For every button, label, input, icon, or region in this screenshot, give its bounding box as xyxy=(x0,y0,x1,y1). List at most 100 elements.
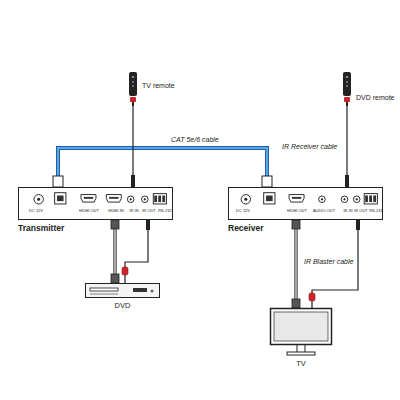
extender-unit: TransmitterDC 12VHDMI OUTHDMI INIR INIR … xyxy=(18,187,173,220)
rj45-plug xyxy=(262,176,272,187)
terminal-pin xyxy=(369,196,372,203)
ir-plug xyxy=(356,220,360,230)
audio-jack-hole xyxy=(144,198,146,200)
cable-line xyxy=(346,106,347,187)
hdmi-plug xyxy=(111,220,119,229)
node-shape xyxy=(270,308,332,358)
disc-tray xyxy=(90,288,118,291)
cable-line xyxy=(125,220,148,283)
unit-heading: Receiver xyxy=(228,224,263,233)
audio-jack-hole xyxy=(356,198,358,200)
front-trim xyxy=(90,294,118,295)
audio-jack xyxy=(353,196,360,203)
cable-label: IR Receiver cable xyxy=(281,143,338,151)
node-shape xyxy=(19,188,172,219)
ir-receiver-neck xyxy=(346,102,348,106)
port-label: AUDIO OUT xyxy=(313,209,335,213)
cable-core xyxy=(295,220,296,308)
cable-outline xyxy=(113,220,116,283)
dvd-body xyxy=(86,284,160,298)
cable-outline xyxy=(294,220,297,308)
ir-cable xyxy=(133,106,134,187)
hdmi-port-slot xyxy=(84,197,93,199)
cable-outline xyxy=(58,148,267,187)
port-label: HDMI OUT xyxy=(79,209,99,213)
port-label: RS-232 xyxy=(369,209,383,213)
cable-core xyxy=(114,220,115,283)
hdmi-plug xyxy=(292,220,300,229)
port-label: IR OUT xyxy=(142,209,156,213)
hdmi-plug xyxy=(111,274,119,283)
hdmi-port xyxy=(81,195,96,203)
port-label: IR IN xyxy=(343,209,352,213)
remote-button xyxy=(346,81,348,83)
terminal-block xyxy=(153,194,166,204)
tv-base xyxy=(287,352,315,355)
rj45-plug xyxy=(53,176,63,187)
ir-plug xyxy=(146,220,150,230)
hdmi-port xyxy=(289,195,304,203)
remote-button xyxy=(132,81,134,83)
hdmi-cable xyxy=(115,220,116,283)
hdmi-plug xyxy=(292,299,300,308)
audio-jack-hole xyxy=(343,198,345,200)
tv-screen xyxy=(274,312,328,341)
rj45-port xyxy=(55,193,66,204)
ir-cable xyxy=(125,220,148,283)
ir-emitter xyxy=(122,267,128,275)
audio-jack xyxy=(127,196,134,203)
rj45-port-slot xyxy=(57,196,64,202)
port-label: RS-232 xyxy=(158,209,172,213)
terminal-pin xyxy=(373,196,376,203)
extender-unit: ReceiverDC 12VHDMI OUTAUDIO OUTIR INIR O… xyxy=(228,187,383,220)
terminal-pin xyxy=(365,196,368,203)
cable-label: IR Blaster cable xyxy=(303,258,354,266)
device-label: TV remote xyxy=(142,82,175,90)
hdmi-port xyxy=(106,195,121,203)
remote-button xyxy=(132,76,135,79)
node-shape xyxy=(85,283,160,298)
cable-line xyxy=(132,106,133,187)
rj45-port xyxy=(264,193,275,204)
remote-button xyxy=(346,76,349,79)
ir-receiver-head xyxy=(344,97,350,102)
audio-jack-hole xyxy=(130,198,132,200)
port-label: DC 12V xyxy=(236,209,250,213)
dvd-display xyxy=(133,288,147,292)
cable-core xyxy=(58,148,267,187)
terminal-pin xyxy=(162,196,165,203)
dc-jack-pin xyxy=(37,198,40,201)
cat-cable xyxy=(58,148,267,187)
ir-plug xyxy=(345,175,349,187)
remote-button xyxy=(346,85,348,87)
tv-stand xyxy=(297,345,305,352)
audio-jack xyxy=(341,196,348,203)
dc-jack xyxy=(241,195,250,204)
ir-receiver-head xyxy=(130,97,136,102)
audio-jack-hole xyxy=(321,198,323,200)
remote-body xyxy=(343,72,351,96)
ir-emitter xyxy=(309,293,315,301)
ir-cable xyxy=(347,106,348,187)
remote-button xyxy=(132,85,134,87)
remote-body xyxy=(129,72,137,96)
audio-jack xyxy=(319,196,326,203)
port-label: DC 12V xyxy=(29,209,43,213)
unit-heading: Transmitter xyxy=(18,224,64,233)
audio-jack xyxy=(142,196,149,203)
hdmi-cable xyxy=(296,220,297,308)
tv-frame xyxy=(271,309,332,345)
device-label: DVD xyxy=(85,302,160,310)
port-label: IR IN xyxy=(129,209,138,213)
hdmi-port-slot xyxy=(292,197,301,199)
dvd-button xyxy=(151,290,154,293)
dc-jack-pin xyxy=(244,198,247,201)
terminal-pin xyxy=(154,196,157,203)
remote-control: DVD remote xyxy=(342,72,397,106)
tv-set: TV xyxy=(270,308,332,358)
rj45-port-slot xyxy=(266,196,273,202)
terminal-pin xyxy=(158,196,161,203)
ir-receiver-neck xyxy=(132,102,134,106)
cable-label: CAT 5e/6 cable xyxy=(170,136,220,144)
